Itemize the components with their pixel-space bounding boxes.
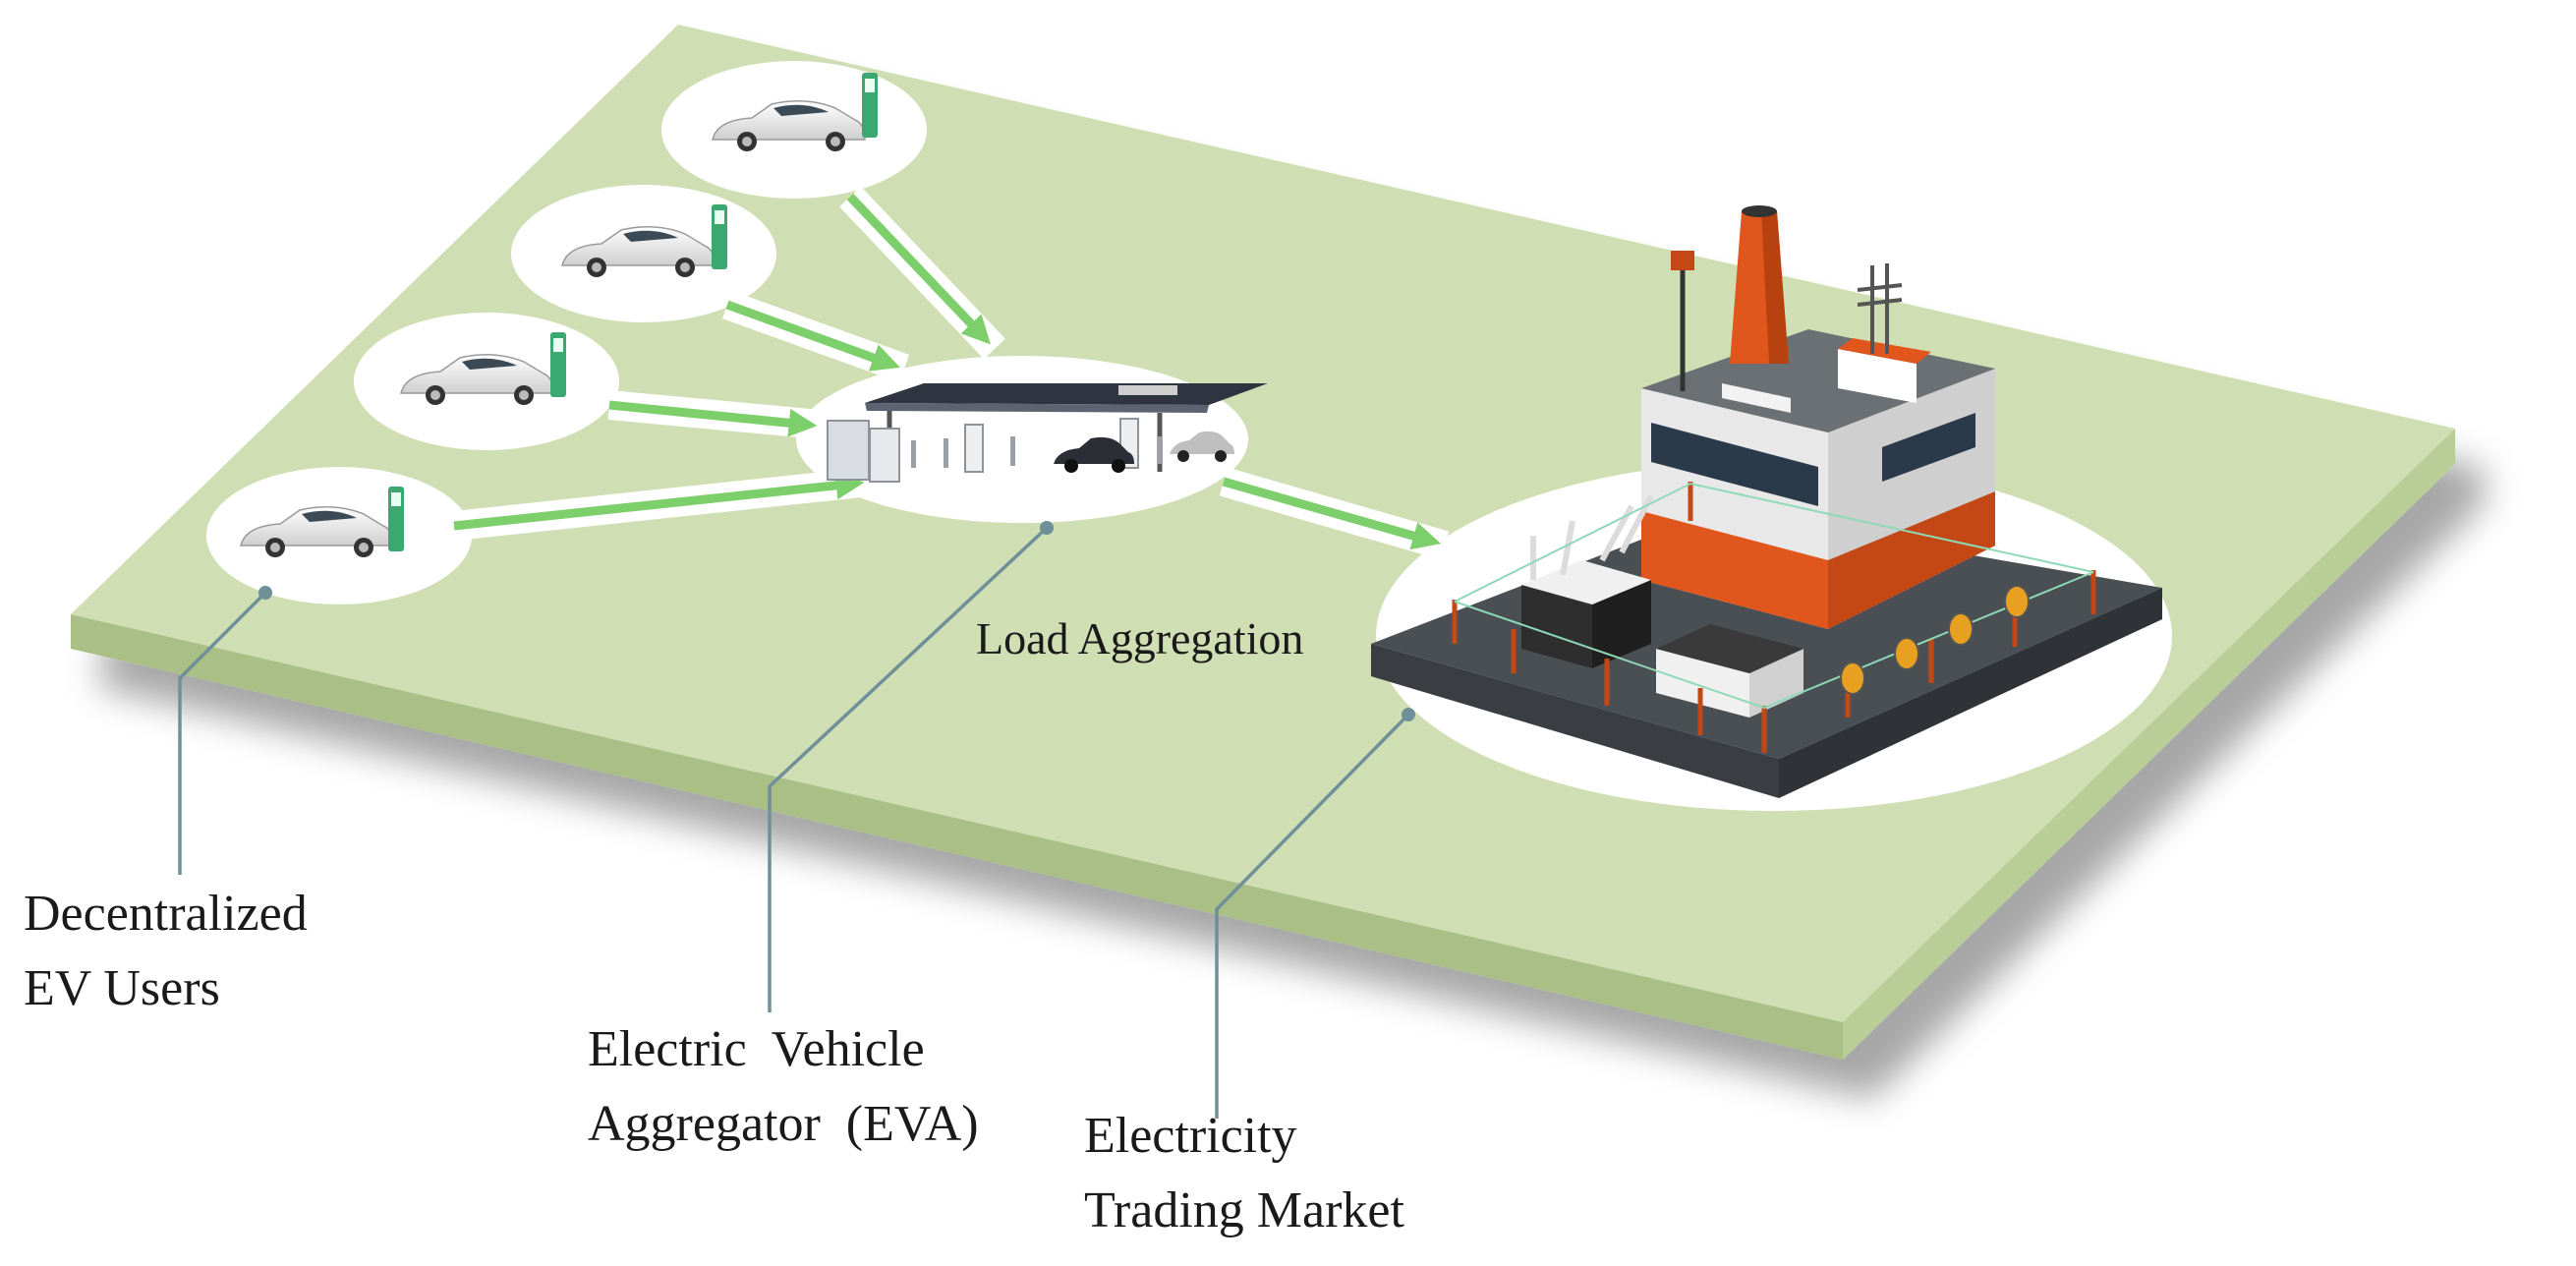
antenna-icon bbox=[1857, 263, 1903, 354]
charging-station-icon bbox=[827, 383, 1268, 483]
arrow-user4-eva bbox=[839, 186, 1005, 360]
label-line: Electricity bbox=[1084, 1108, 1297, 1164]
label-load-aggregation: Load Aggregation bbox=[976, 609, 1303, 668]
charger-icon bbox=[388, 487, 404, 551]
label-eva: Electric Vehicle Aggregator (EVA) bbox=[588, 1012, 979, 1162]
leader-eva bbox=[768, 521, 1054, 1012]
ev-user-4 bbox=[712, 73, 878, 151]
ev-user-2 bbox=[400, 332, 566, 405]
car-icon bbox=[240, 506, 394, 557]
ev-user-icons bbox=[240, 73, 878, 557]
car-icon bbox=[400, 354, 554, 405]
charger-icon bbox=[550, 332, 566, 397]
charger-icon bbox=[862, 73, 878, 138]
power-plant-icon bbox=[1371, 205, 2162, 798]
car-icon bbox=[712, 100, 866, 151]
car-icon bbox=[1054, 436, 1134, 473]
arrow-eva-market bbox=[1219, 467, 1450, 560]
charger-icon bbox=[712, 204, 727, 269]
platform-front-right bbox=[1843, 429, 2455, 1060]
label-line: Electric Vehicle bbox=[588, 1021, 925, 1077]
platform-front-left bbox=[71, 614, 1843, 1060]
leader-users bbox=[178, 586, 272, 875]
leader-market bbox=[1215, 708, 1415, 1119]
chimney-icon bbox=[1730, 205, 1789, 364]
arrow-user1-eva bbox=[452, 467, 872, 541]
fence-wire bbox=[1454, 482, 2094, 710]
label-line: Aggregator (EVA) bbox=[588, 1096, 979, 1152]
arrows bbox=[452, 186, 1450, 560]
leader-lines bbox=[178, 521, 1415, 1119]
car-icon bbox=[1170, 431, 1234, 462]
label-decentralized-ev-users: Decentralized EV Users bbox=[24, 877, 308, 1026]
ev-user-1 bbox=[240, 487, 404, 557]
pole-icon bbox=[1671, 251, 1694, 391]
transformer-icon bbox=[1521, 494, 1803, 718]
label-line: Decentralized bbox=[24, 886, 308, 942]
label-line: Trading Market bbox=[1084, 1182, 1404, 1238]
label-electricity-trading-market: Electricity Trading Market bbox=[1084, 1099, 1404, 1248]
insulator-icons bbox=[1840, 585, 2030, 695]
label-line: EV Users bbox=[24, 960, 220, 1016]
arrow-user2-eva bbox=[607, 390, 823, 439]
car-icon bbox=[561, 226, 716, 277]
ev-user-3 bbox=[561, 204, 727, 277]
arrow-user3-eva bbox=[721, 290, 910, 383]
label-line: Load Aggregation bbox=[976, 613, 1304, 663]
